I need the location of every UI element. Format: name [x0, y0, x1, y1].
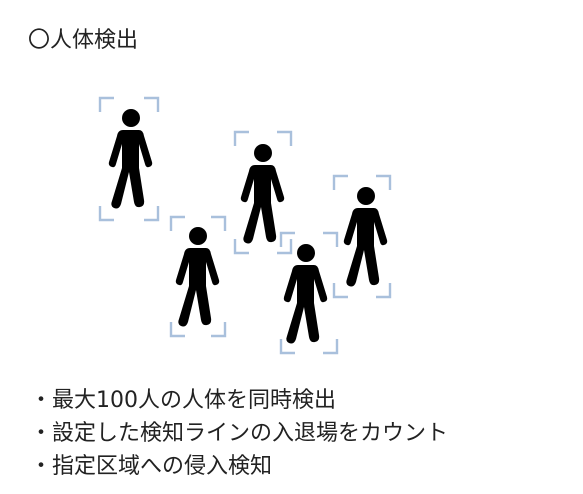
detected-person — [233, 130, 293, 255]
detected-person — [169, 215, 227, 338]
walking-person-icon — [240, 144, 285, 244]
feature-item: ・最大100人の人体を同時検出 — [30, 388, 336, 413]
feature-item: ・指定区域への侵入検知 — [30, 454, 273, 479]
feature-item: ・設定した検知ラインの入退場をカウント — [30, 421, 449, 446]
walking-person-icon — [343, 187, 388, 287]
walking-person-icon — [175, 227, 220, 327]
detected-person — [332, 174, 392, 299]
section-title: 〇人体検出 — [28, 28, 139, 53]
walking-person-icon — [108, 109, 153, 209]
detected-person — [98, 96, 160, 222]
detected-person — [279, 231, 339, 355]
feature-list: ・最大100人の人体を同時検出 ・設定した検知ラインの入退場をカウント ・指定区… — [30, 384, 448, 483]
walking-person-icon — [283, 244, 328, 344]
